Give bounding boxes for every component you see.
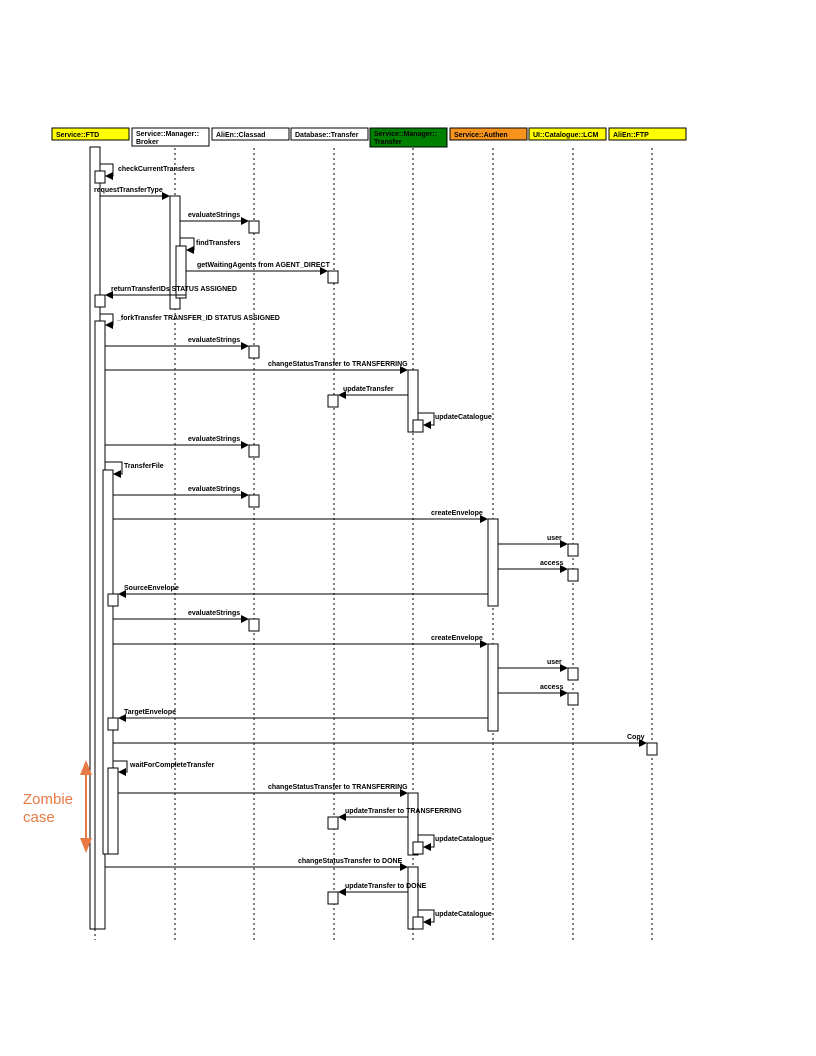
activation-lcm-2 — [567, 568, 579, 582]
activation-ftd-source — [107, 593, 119, 607]
participant-ftd-label: Service::FTD — [56, 132, 99, 139]
message-label: changeStatusTransfer to TRANSFERRING — [268, 361, 408, 368]
message-label: TransferFile — [124, 463, 164, 470]
message-label: access — [540, 684, 563, 691]
participant-mgrtransfer-label: Service::Manager:: — [374, 131, 437, 138]
message-arrow — [113, 760, 128, 776]
zombie-arrow-head-up — [80, 760, 92, 775]
participant-mgrtransfer: Service::Manager:: Transfer — [369, 127, 448, 148]
activation-lcm-3 — [567, 667, 579, 681]
message-label: checkCurrentTransfers — [118, 166, 195, 173]
activation-mgr-2-cat — [412, 841, 424, 855]
message-label: updateCatalogue — [435, 414, 492, 421]
message-label: createEnvelope — [431, 635, 483, 642]
activation-ftd-wait — [107, 767, 119, 855]
activation-authen-2 — [487, 643, 499, 732]
activation-lcm-4 — [567, 692, 579, 706]
activation-ftd-target — [107, 717, 119, 731]
activation-db-3 — [327, 816, 339, 830]
message-arrow — [418, 834, 435, 851]
participant-ftp-label: AliEn::FTP — [613, 132, 649, 139]
message-label: evaluateStrings — [188, 436, 240, 443]
message-arrow — [418, 909, 435, 926]
message-label: evaluateStrings — [188, 486, 240, 493]
participant-dbtransfer-label: Database::Transfer — [295, 132, 359, 139]
activation-lcm-1 — [567, 543, 579, 557]
zombie-annotation: Zombie case — [23, 760, 92, 853]
participant-ftd: Service::FTD — [51, 127, 130, 141]
zombie-label-2: case — [23, 809, 55, 826]
message-label: updateTransfer to TRANSFERRING — [345, 808, 462, 815]
activation-classad-5 — [248, 618, 260, 632]
message-arrow — [418, 412, 435, 429]
message-label: Copy — [627, 734, 645, 741]
zombie-label: Zombie — [23, 791, 73, 808]
message-label: evaluateStrings — [188, 212, 240, 219]
activation-db-2 — [327, 394, 339, 408]
participant-mgrtransfer-label-2: Transfer — [374, 139, 402, 146]
messages — [100, 163, 647, 926]
activation-ftp — [646, 742, 658, 756]
message-label: user — [547, 535, 562, 542]
message-arrow — [100, 313, 114, 329]
participant-ftp: AliEn::FTP — [608, 127, 687, 141]
participant-lcm: UI::Catalogue::LCM — [528, 127, 607, 141]
activation-ftd-checkcurrent — [94, 170, 106, 184]
message-label: access — [540, 560, 563, 567]
message-arrow — [105, 461, 123, 478]
activation-authen-1 — [487, 518, 499, 607]
zombie-arrow-head-down — [80, 838, 92, 853]
participant-broker-label: Service::Manager:: — [136, 131, 199, 138]
message-label: evaluateStrings — [188, 610, 240, 617]
activation-classad-1 — [248, 220, 260, 234]
participant-broker-label-2: Broker — [136, 139, 159, 146]
participant-authen: Service::Authen — [449, 127, 528, 141]
activation-ftd-return — [94, 294, 106, 308]
activation-db-1 — [327, 270, 339, 284]
activation-classad-2 — [248, 345, 260, 359]
message-label: user — [547, 659, 562, 666]
message-label: updateCatalogue — [435, 836, 492, 843]
message-label: TargetEnvelope — [124, 709, 176, 716]
message-label: requestTransferType — [94, 187, 163, 194]
participant-classad-label: AliEn::Classad — [216, 132, 265, 139]
activation-classad-4 — [248, 494, 260, 508]
activation-mgr-1-cat — [412, 419, 424, 433]
activations — [89, 146, 658, 930]
message-labels: checkCurrentTransfers requestTransferTyp… — [94, 166, 645, 918]
message-label: _forkTransfer TRANSFER_ID STATUS ASSIGNE… — [116, 315, 280, 322]
message-label: SourceEnvelope — [124, 585, 179, 592]
message-label: getWaitingAgents from AGENT_DIRECT — [197, 262, 331, 269]
activation-mgr-2 — [407, 792, 419, 856]
message-label: updateTransfer to DONE — [345, 883, 427, 890]
activation-classad-3 — [248, 444, 260, 458]
participant-authen-label: Service::Authen — [454, 132, 508, 139]
message-label: evaluateStrings — [188, 337, 240, 344]
message-label: findTransfers — [196, 240, 240, 247]
message-label: waitForCompleteTransfer — [129, 762, 215, 769]
message-label: updateTransfer — [343, 386, 394, 393]
message-label: updateCatalogue — [435, 911, 492, 918]
message-arrow — [100, 163, 114, 180]
message-label: changeStatusTransfer to TRANSFERRING — [268, 784, 408, 791]
participant-dbtransfer: Database::Transfer — [290, 127, 369, 141]
message-label: returnTransferIDs STATUS ASSIGNED — [111, 286, 237, 293]
participant-lcm-label: UI::Catalogue::LCM — [533, 132, 598, 139]
activation-mgr-3-cat — [412, 916, 424, 930]
activation-db-4 — [327, 891, 339, 905]
message-label: changeStatusTransfer to DONE — [298, 858, 403, 865]
message-label: createEnvelope — [431, 510, 483, 517]
message-arrow — [180, 237, 195, 254]
participant-classad: AliEn::Classad — [211, 127, 290, 141]
participant-broker: Service::Manager:: Broker — [131, 127, 210, 147]
activation-broker-find — [175, 245, 187, 299]
